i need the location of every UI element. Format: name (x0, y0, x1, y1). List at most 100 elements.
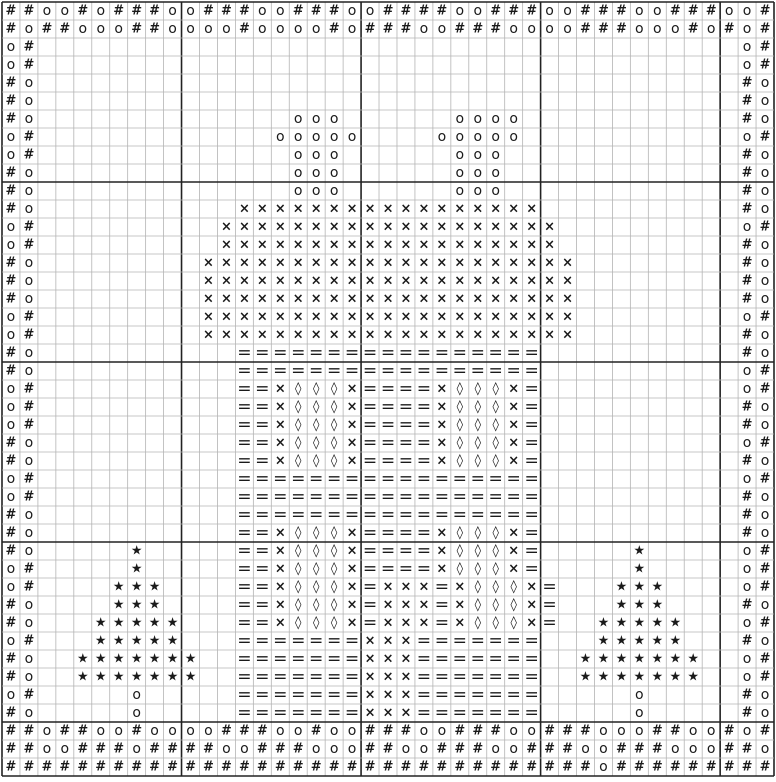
double-line-stitch-symbol: = (291, 505, 305, 525)
circle-stitch-symbol: o (761, 93, 770, 109)
double-line-stitch-symbol: = (255, 541, 269, 561)
hash-stitch-symbol: # (490, 760, 501, 775)
double-line-stitch-symbol: = (507, 685, 521, 705)
double-line-stitch-symbol: = (237, 433, 251, 453)
circle-stitch-symbol: o (186, 21, 195, 37)
hash-stitch-symbol: # (436, 742, 447, 757)
double-line-stitch-symbol: = (237, 505, 251, 525)
hash-stitch-symbol: # (6, 346, 17, 361)
cross-stitch-symbol: × (454, 238, 465, 253)
hash-stitch-symbol: # (6, 454, 17, 469)
cross-stitch-symbol: × (562, 274, 573, 289)
hash-stitch-symbol: # (24, 562, 35, 577)
cross-stitch-symbol: × (383, 652, 394, 667)
star-stitch-symbol: ★ (131, 652, 143, 667)
diamond-stitch-symbol: ◊ (313, 562, 320, 577)
star-stitch-symbol: ★ (598, 616, 610, 631)
hash-stitch-symbol: # (24, 328, 35, 343)
cross-stitch-symbol: × (365, 274, 376, 289)
cross-stitch-symbol: × (490, 202, 501, 217)
double-line-stitch-symbol: = (255, 649, 269, 669)
double-line-stitch-symbol: = (363, 379, 377, 399)
double-line-stitch-symbol: = (363, 595, 377, 615)
hash-stitch-symbol: # (490, 724, 501, 739)
hash-stitch-symbol: # (742, 760, 753, 775)
cross-stitch-symbol: × (562, 292, 573, 307)
double-line-stitch-symbol: = (524, 685, 538, 705)
cross-stitch-symbol: × (508, 562, 519, 577)
cross-stitch-symbol: × (275, 562, 286, 577)
hash-stitch-symbol: # (6, 760, 17, 775)
star-stitch-symbol: ★ (634, 544, 646, 559)
cross-stitch-symbol: × (401, 274, 412, 289)
cross-stitch-symbol: × (275, 382, 286, 397)
hash-stitch-symbol: # (59, 22, 70, 37)
circle-stitch-symbol: o (761, 327, 770, 343)
double-line-stitch-symbol: = (435, 361, 449, 381)
double-line-stitch-symbol: = (345, 505, 359, 525)
hash-stitch-symbol: # (490, 4, 501, 19)
circle-stitch-symbol: o (222, 21, 231, 37)
circle-stitch-symbol: o (25, 543, 34, 559)
hash-stitch-symbol: # (401, 4, 412, 19)
circle-stitch-symbol: o (743, 615, 752, 631)
circle-stitch-symbol: o (743, 561, 752, 577)
cross-stitch-symbol: × (365, 292, 376, 307)
double-line-stitch-symbol: = (542, 595, 556, 615)
star-stitch-symbol: ★ (651, 652, 663, 667)
cross-stitch-symbol: × (436, 328, 447, 343)
circle-stitch-symbol: o (25, 597, 34, 613)
cross-stitch-symbol: × (454, 274, 465, 289)
cross-stitch-symbol: × (544, 292, 555, 307)
circle-stitch-symbol: o (743, 309, 752, 325)
double-line-stitch-symbol: = (471, 487, 485, 507)
cross-stitch-symbol: × (311, 220, 322, 235)
double-line-stitch-symbol: = (273, 667, 287, 687)
circle-stitch-symbol: o (186, 3, 195, 19)
star-stitch-symbol: ★ (113, 634, 125, 649)
diamond-stitch-symbol: ◊ (313, 598, 320, 613)
double-line-stitch-symbol: = (345, 343, 359, 363)
hash-stitch-symbol: # (760, 580, 771, 595)
cross-stitch-symbol: × (454, 580, 465, 595)
circle-stitch-symbol: o (25, 291, 34, 307)
double-line-stitch-symbol: = (524, 451, 538, 471)
circle-stitch-symbol: o (96, 3, 105, 19)
double-line-stitch-symbol: = (327, 469, 341, 489)
circle-stitch-symbol: o (689, 723, 698, 739)
cross-stitch-symbol: × (526, 220, 537, 235)
cross-stitch-symbol: × (257, 292, 268, 307)
cross-stitch-symbol: × (221, 274, 232, 289)
circle-stitch-symbol: o (509, 741, 518, 757)
double-line-stitch-symbol: = (435, 469, 449, 489)
circle-stitch-symbol: o (761, 147, 770, 163)
hash-stitch-symbol: # (598, 22, 609, 37)
diamond-stitch-symbol: ◊ (295, 616, 302, 631)
circle-stitch-symbol: o (7, 687, 16, 703)
cross-stitch-symbol: × (293, 292, 304, 307)
double-line-stitch-symbol: = (524, 433, 538, 453)
circle-stitch-symbol: o (635, 705, 644, 721)
double-line-stitch-symbol: = (489, 469, 503, 489)
hash-stitch-symbol: # (598, 4, 609, 19)
double-line-stitch-symbol: = (453, 505, 467, 525)
double-line-stitch-symbol: = (255, 415, 269, 435)
cross-stitch-symbol: × (257, 274, 268, 289)
double-line-stitch-symbol: = (417, 559, 431, 579)
circle-stitch-symbol: o (276, 21, 285, 37)
hash-stitch-symbol: # (760, 562, 771, 577)
diamond-stitch-symbol: ◊ (457, 400, 464, 415)
star-stitch-symbol: ★ (616, 616, 628, 631)
circle-stitch-symbol: o (7, 219, 16, 235)
double-line-stitch-symbol: = (489, 703, 503, 723)
diamond-stitch-symbol: ◊ (493, 580, 500, 595)
diamond-stitch-symbol: ◊ (475, 382, 482, 397)
cross-stitch-symbol: × (383, 202, 394, 217)
circle-stitch-symbol: o (743, 39, 752, 55)
double-line-stitch-symbol: = (417, 343, 431, 363)
hash-stitch-symbol: # (742, 706, 753, 721)
hash-stitch-symbol: # (239, 760, 250, 775)
hash-stitch-symbol: # (742, 490, 753, 505)
double-line-stitch-symbol: = (524, 559, 538, 579)
cross-stitch-symbol: × (347, 292, 358, 307)
